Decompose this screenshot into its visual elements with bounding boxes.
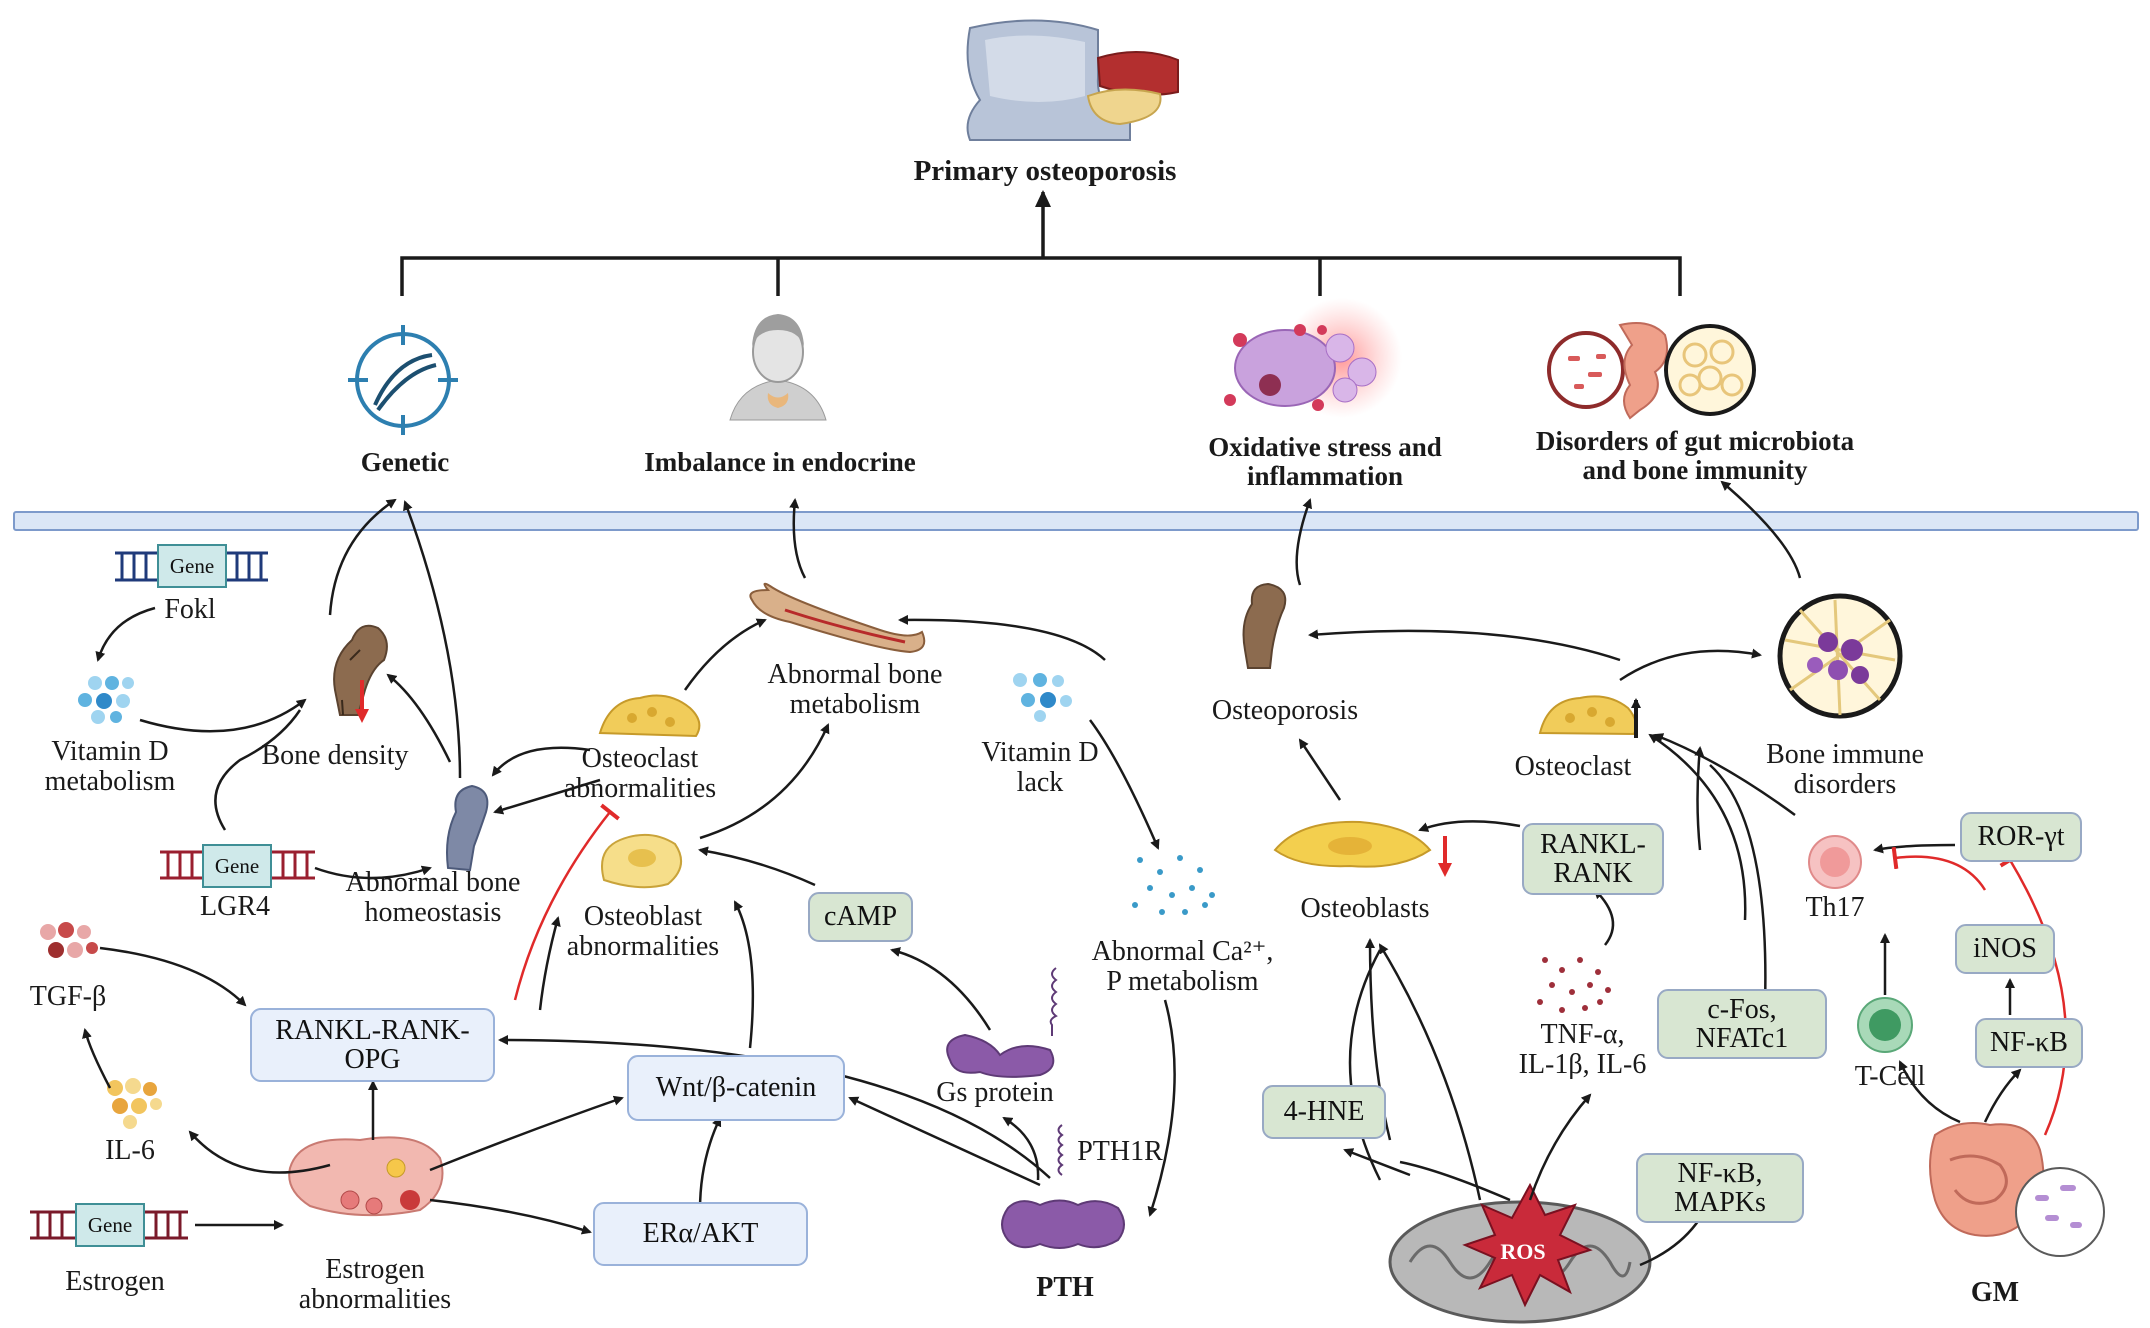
bone-density-bone-icon <box>333 624 388 716</box>
label-ros: ROS <box>1500 1239 1546 1264</box>
label-fokl: Fokl <box>164 594 216 625</box>
box-cfos-nfatc1: c-Fos, NFATc1 <box>1657 989 1827 1059</box>
label-th17: Th17 <box>1805 892 1865 923</box>
label-pth: PTH <box>1036 1272 1094 1303</box>
label-osteoclast: Osteoclast <box>1514 751 1632 782</box>
inhibition-lines <box>513 803 2068 1136</box>
dna-target-icon <box>348 325 458 435</box>
gene-estrogen-box: Gene <box>75 1203 145 1247</box>
label-vitd-metabolism: Vitamin D metabolism <box>44 736 176 798</box>
box-inos: iNOS <box>1955 924 2055 974</box>
th17-cell-icon <box>1808 835 1862 889</box>
inflammatory-cells-icon <box>1224 298 1402 418</box>
osteoclast-abnormal-icon <box>598 694 701 738</box>
gene-fokl-box: Gene <box>157 544 227 588</box>
osteoporosis-bone-icon <box>1242 582 1287 669</box>
label-abnormal-ca-p: Abnormal Ca²⁺, P metabolism <box>1091 936 1274 998</box>
label-tcell: T-Cell <box>1854 1061 1926 1092</box>
person-thyroid-icon <box>729 314 827 421</box>
label-vitd-lack: Vitamin D lack <box>981 737 1099 799</box>
box-ror-gamma-t: ROR-γt <box>1960 812 2082 862</box>
label-bone-immune-disorders: Bone immune disorders <box>1766 739 1924 801</box>
label-osteoblasts: Osteoblasts <box>1300 893 1430 924</box>
label-bone-density: Bone density <box>261 740 409 771</box>
box-rankl-rank-opg: RANKL-RANK- OPG <box>250 1008 495 1082</box>
abnormal-homeostasis-bone-icon <box>446 784 489 872</box>
page-title: Primary osteoporosis <box>913 155 1177 187</box>
gut-bone-marrow-icon <box>1547 322 1756 420</box>
cytokine-dots <box>1537 957 1611 1013</box>
label-estrogen: Estrogen <box>65 1266 165 1297</box>
label-gs-protein: Gs protein <box>936 1077 1054 1108</box>
label-osteoclast-abnormalities: Osteoclast abnormalities <box>563 743 717 805</box>
category-gut: Disorders of gut microbiota and bone imm… <box>1535 426 1855 486</box>
vitamin-d-lack-icon <box>1013 673 1072 722</box>
box-4hne: 4-HNE <box>1262 1085 1386 1139</box>
box-nfkb: NF-κB <box>1975 1018 2083 1068</box>
box-er-akt: ERα/AKT <box>593 1202 808 1266</box>
box-camp: cAMP <box>808 892 913 942</box>
label-estrogen-abnormalities: Estrogen abnormalities <box>298 1254 452 1316</box>
osteoclast-icon <box>1538 695 1637 736</box>
pth-icon <box>1001 1199 1125 1249</box>
label-gm: GM <box>1970 1277 2020 1308</box>
category-endocrine: Imbalance in endocrine <box>644 447 916 477</box>
vitamin-d-icon <box>78 676 134 724</box>
category-oxidative: Oxidative stress and inflammation <box>1208 432 1442 492</box>
gs-protein-icon <box>946 967 1058 1078</box>
osteoblasts-cell-icon <box>1273 820 1432 868</box>
bone-marrow-icon <box>1777 593 1903 719</box>
box-wnt-beta-catenin: Wnt/β-catenin <box>627 1055 845 1121</box>
joint-icon <box>966 19 1179 141</box>
label-cytokines: TNF-α, IL-1β, IL-6 <box>1518 1019 1647 1081</box>
ovary-icon <box>288 1136 444 1217</box>
osteoblast-abnormal-icon <box>601 833 683 889</box>
box-nfkb-mapks: NF-κB, MAPKs <box>1636 1153 1804 1223</box>
gene-lgr4-box: Gene <box>202 844 272 888</box>
divider-band <box>13 511 2139 531</box>
t-cell-icon <box>1857 997 1913 1053</box>
pth1r-receptor-icon <box>1057 1124 1064 1176</box>
abnormal-bone-metabolism-icon <box>749 582 926 654</box>
box-rankl-rank: RANKL- RANK <box>1522 823 1664 895</box>
tgf-beta-icon <box>40 922 98 958</box>
label-osteoblast-abnormalities: Osteoblast abnormalities <box>566 901 720 963</box>
label-abnormal-bone-homeostasis: Abnormal bone homeostasis <box>345 867 521 929</box>
label-osteoporosis: Osteoporosis <box>1211 695 1359 726</box>
calcium-phosphate-dots <box>1132 855 1215 915</box>
il6-icon <box>107 1078 162 1129</box>
label-tgf-beta: TGF-β <box>29 981 107 1012</box>
label-il6: IL-6 <box>105 1135 155 1166</box>
label-lgr4: LGR4 <box>200 891 270 922</box>
label-abnormal-bone-metabolism: Abnormal bone metabolism <box>767 659 943 721</box>
mitochondrion-ros-icon <box>1388 1182 1652 1324</box>
tree-connector <box>400 190 1682 296</box>
label-pth1r: PTH1R <box>1077 1136 1163 1167</box>
category-genetic: Genetic <box>360 447 450 477</box>
gut-microbiota-icon <box>1929 1122 2105 1257</box>
